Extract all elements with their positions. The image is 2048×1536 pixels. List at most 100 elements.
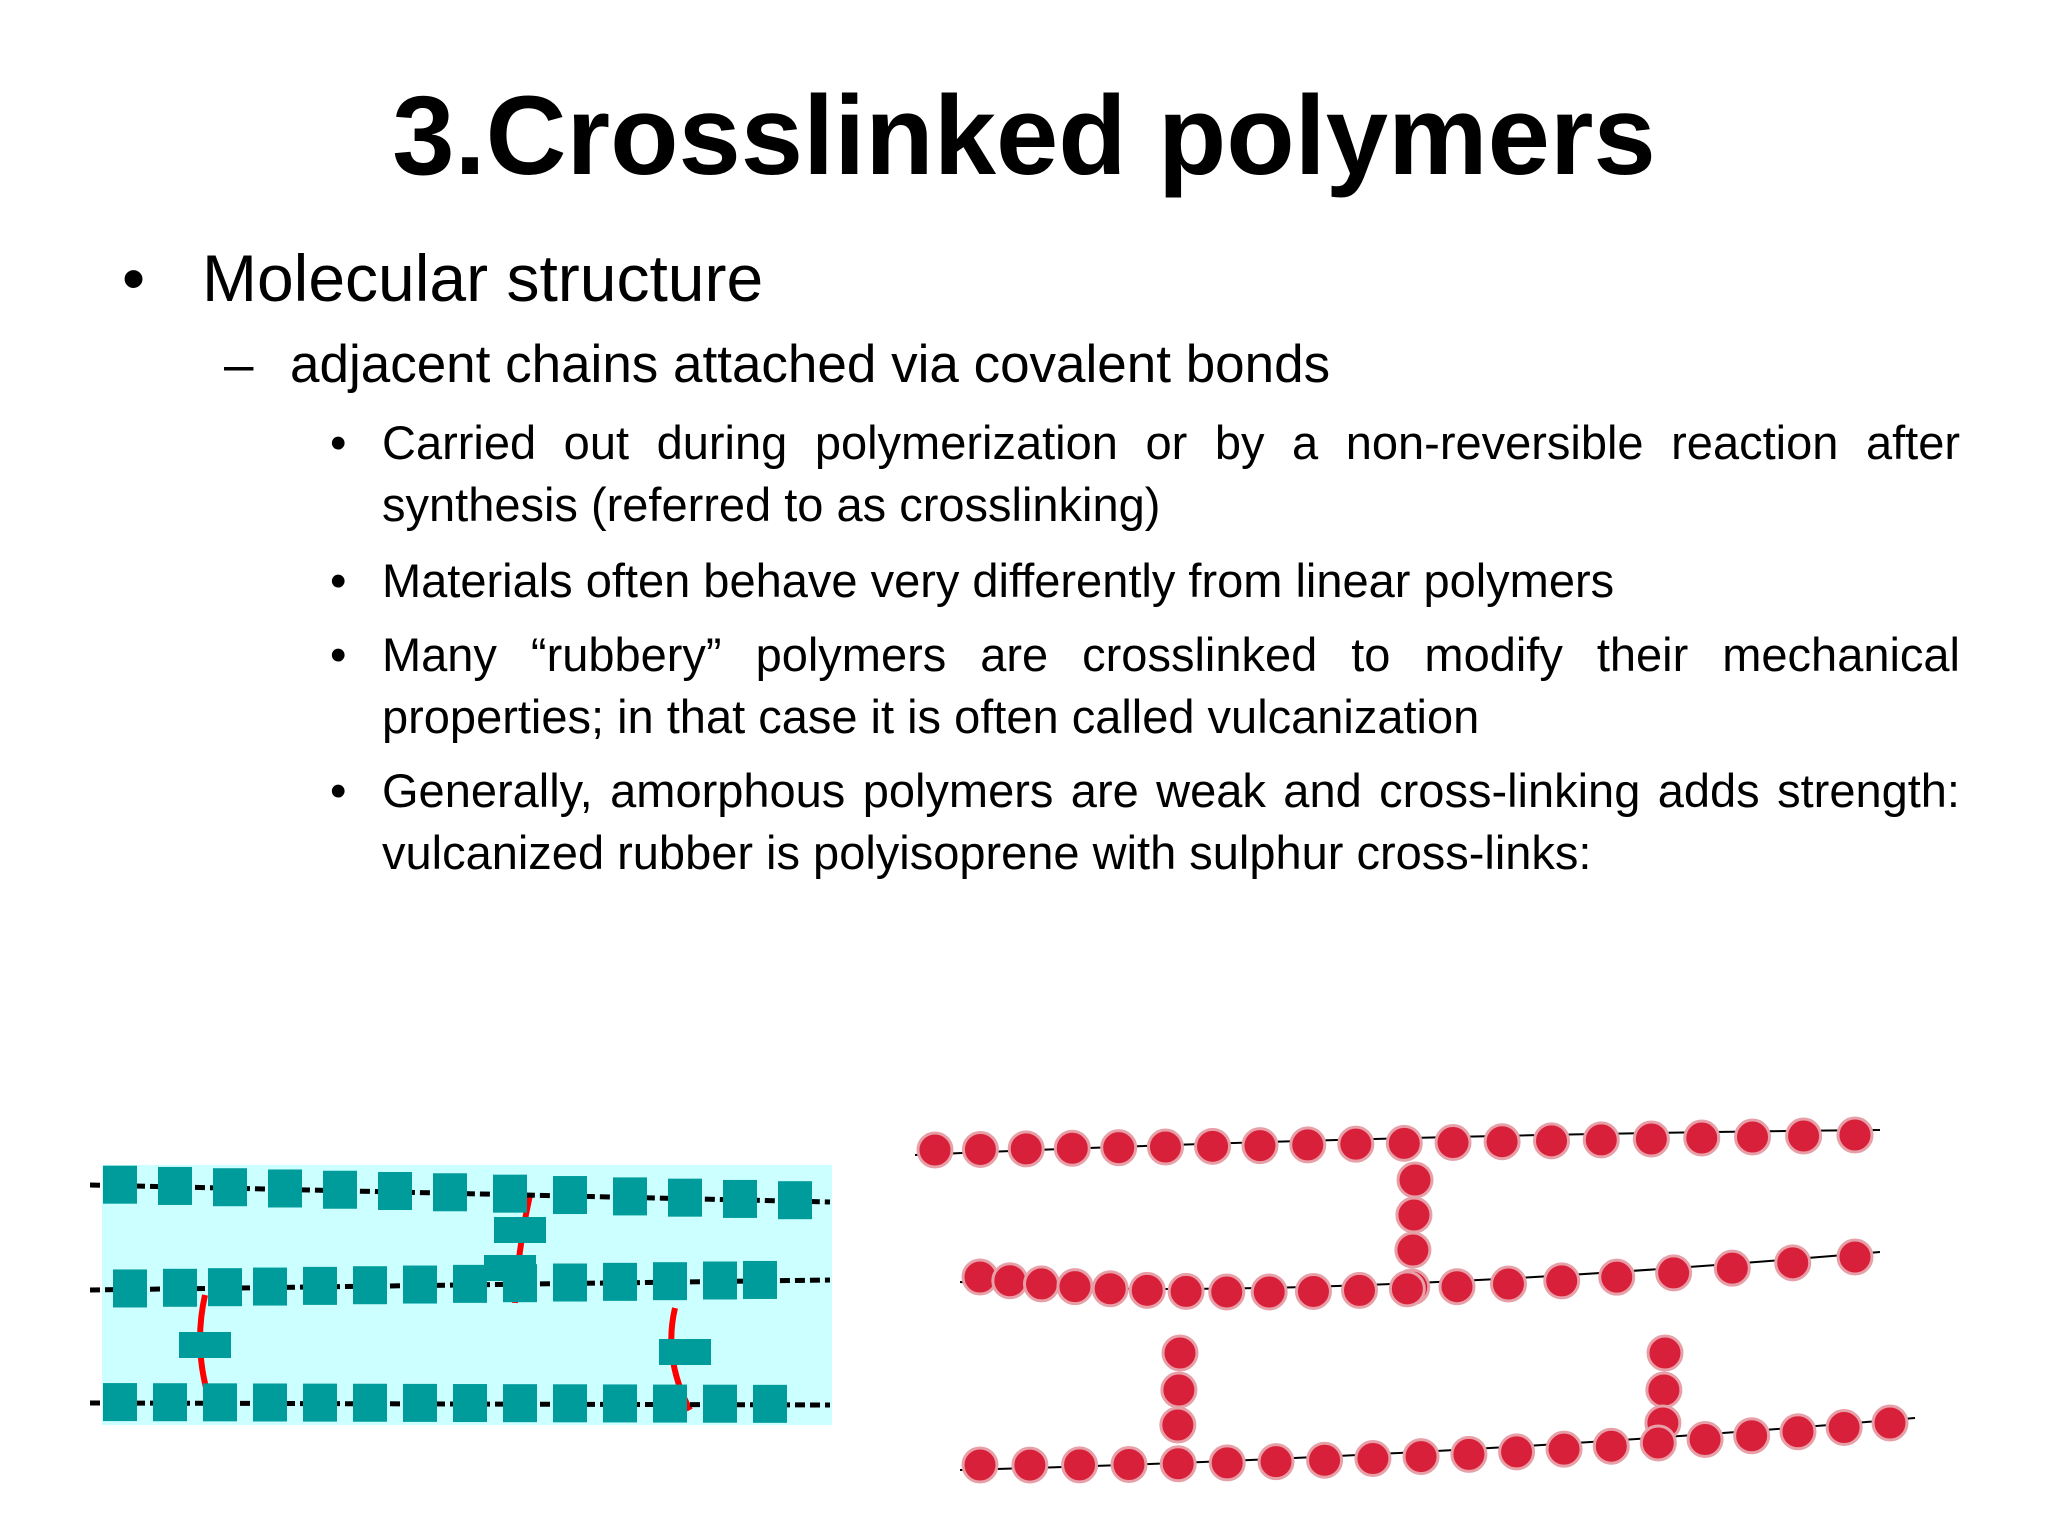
monomer-bead [1053, 1129, 1091, 1167]
monomer-square [213, 1168, 247, 1207]
monomer-square [553, 1263, 587, 1302]
monomer-bead [1100, 1129, 1138, 1167]
monomer-square [163, 1268, 197, 1307]
monomer-bead [1160, 1371, 1198, 1409]
monomer-bead [1434, 1124, 1472, 1162]
monomer-bead [1438, 1268, 1476, 1306]
monomer-bead [1489, 1265, 1527, 1303]
monomer-square [353, 1383, 387, 1422]
monomer-square [493, 1174, 527, 1213]
monomer-square [703, 1261, 737, 1300]
monomer-square [153, 1383, 187, 1422]
monomer-bead [1394, 1231, 1432, 1269]
monomer-square [433, 1173, 467, 1212]
monomer-bead [1194, 1127, 1232, 1165]
monomer-bead [1294, 1272, 1332, 1310]
monomer-bead [1007, 1130, 1045, 1168]
monomer-bead [1871, 1404, 1909, 1442]
monomer-square [203, 1383, 237, 1422]
monomer-square [553, 1384, 587, 1423]
monomer-bead [1402, 1438, 1440, 1476]
monomer-bead [1645, 1371, 1683, 1409]
monomer-square [603, 1262, 637, 1301]
monomer-square [378, 1172, 412, 1211]
monomer-bead [1582, 1121, 1620, 1159]
monomer-bead [1733, 1417, 1771, 1455]
monomer-square [753, 1384, 787, 1423]
monomer-square [703, 1384, 737, 1423]
monomer-bead [1128, 1271, 1166, 1309]
monomer-bead [1779, 1413, 1817, 1451]
monomer-square [268, 1169, 302, 1208]
monomer-square [253, 1267, 287, 1306]
monomer-bead [1450, 1435, 1488, 1473]
chain-backbone [914, 1129, 1881, 1156]
monomer-bead [1337, 1125, 1375, 1163]
monomer-bead [1836, 1116, 1874, 1154]
monomer-bead [961, 1446, 999, 1484]
monomer-bead [1639, 1424, 1677, 1462]
monomer-bead [1734, 1118, 1772, 1156]
dash-marker: – [224, 335, 254, 394]
monomer-bead [1396, 1161, 1434, 1199]
monomer-bead [1836, 1238, 1874, 1276]
bullet-dot: • [330, 416, 347, 469]
monomer-bead [1533, 1122, 1571, 1160]
monomer-bead [916, 1131, 954, 1169]
monomer-bead [1543, 1262, 1581, 1300]
monomer-square [778, 1181, 812, 1220]
monomer-square [603, 1384, 637, 1423]
monomer-square [253, 1383, 287, 1422]
monomer-bead [1289, 1126, 1327, 1164]
monomer-bead [1498, 1433, 1536, 1471]
monomer-square [403, 1265, 437, 1304]
monomer-square [613, 1177, 647, 1216]
bullet-dot: • [122, 241, 146, 315]
monomer-square [353, 1266, 387, 1305]
monomer-bead [1161, 1334, 1199, 1372]
monomer-square [323, 1170, 357, 1209]
monomer-bead [1683, 1119, 1721, 1157]
monomer-bead [1250, 1273, 1288, 1311]
monomer-bead [1646, 1334, 1684, 1372]
bullet-text: Molecular structure [202, 241, 764, 315]
bullet-dot: • [330, 628, 347, 681]
monomer-bead [1110, 1445, 1148, 1483]
sub-bullet-text: adjacent chains attached via covalent bo… [290, 335, 1331, 394]
point-text: Generally, amorphous polymers are weak a… [382, 764, 1960, 879]
monomer-bead [1825, 1409, 1863, 1447]
point-text: Carried out during polymerization or by … [382, 416, 1960, 531]
crosslink-unit [484, 1255, 536, 1281]
monomer-bead [1545, 1430, 1583, 1468]
monomer-bead [1159, 1445, 1197, 1483]
monomer-bead [961, 1130, 999, 1168]
monomer-square [743, 1260, 777, 1299]
monomer-bead [1354, 1440, 1392, 1478]
monomer-bead [1632, 1120, 1670, 1158]
point-text: Many “rubbery” polymers are crosslinked … [382, 628, 1960, 743]
monomer-square [103, 1165, 137, 1204]
monomer-bead [1655, 1254, 1693, 1292]
monomer-bead [1241, 1127, 1279, 1165]
monomer-square [113, 1269, 147, 1308]
monomer-bead [1056, 1268, 1094, 1306]
monomer-square [303, 1266, 337, 1305]
monomer-bead [1208, 1273, 1246, 1311]
monomer-square [453, 1384, 487, 1423]
monomer-bead [1341, 1271, 1379, 1309]
point-text: Materials often behave very differently … [382, 554, 1615, 607]
monomer-bead [991, 1262, 1029, 1300]
monomer-bead [1592, 1427, 1630, 1465]
monomer-square [723, 1179, 757, 1218]
crosslinked-chains-bead-units [914, 1116, 1916, 1484]
monomer-bead [1483, 1123, 1521, 1161]
monomer-square [453, 1264, 487, 1303]
monomer-bead [1146, 1128, 1184, 1166]
crosslinked-chains-square-units [90, 1165, 832, 1425]
monomer-bead [1774, 1244, 1812, 1282]
monomer-bead [1385, 1124, 1423, 1162]
monomer-bead [1167, 1272, 1205, 1310]
monomer-bead [1022, 1265, 1060, 1303]
monomer-square [653, 1384, 687, 1423]
monomer-square [553, 1176, 587, 1215]
